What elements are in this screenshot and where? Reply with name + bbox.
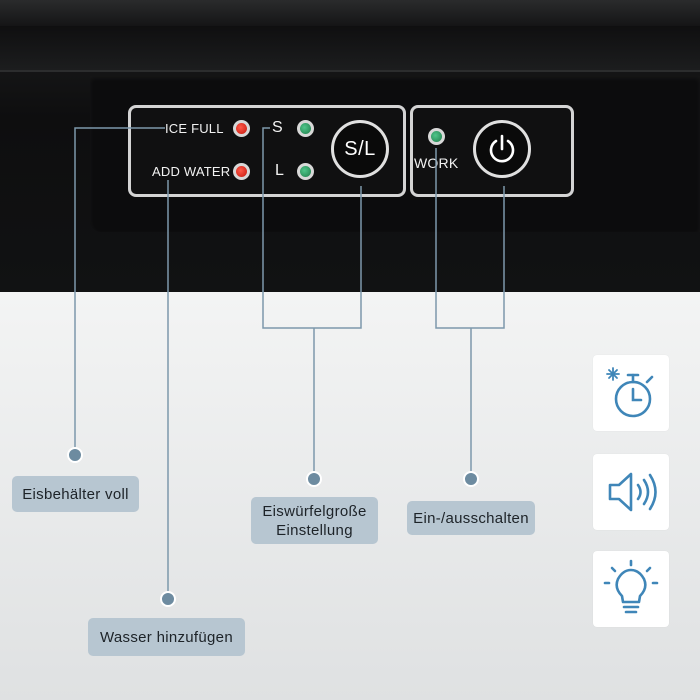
callout-add-water-text: Wasser hinzufügen [100,628,233,646]
feature-light [593,551,669,627]
size-select-button[interactable]: S/L [331,120,389,178]
work-label: WORK [414,155,459,171]
power-icon [489,134,515,163]
speaker-icon [608,472,657,512]
size-large-led [297,163,314,180]
callout-add-water: Wasser hinzufügen [88,618,245,656]
add-water-led [233,163,250,180]
power-button[interactable] [473,120,531,178]
ice-maker-body: ICE FULL ADD WATER S L S/L WORK [0,0,700,292]
ice-full-label: ICE FULL [165,121,224,136]
work-led [428,128,445,145]
feature-sound [593,454,669,530]
callout-power-text: Ein-/ausschalten [413,509,529,527]
lid-edge [0,26,700,72]
ice-maker-lid [0,0,700,26]
size-small-label: S [272,119,283,136]
callout-size-setting: Eiswürfelgroße Einstellung [251,497,378,544]
feature-timer [593,355,669,431]
ice-full-led [233,120,250,137]
callout-ice-full-text: Eisbehälter voll [22,485,129,503]
callout-power: Ein-/ausschalten [407,501,535,535]
timer-snowflake-icon [606,367,654,418]
callout-ice-full: Eisbehälter voll [12,476,139,512]
lightbulb-icon [603,559,659,614]
size-select-button-label: S/L [344,137,376,160]
add-water-label: ADD WATER [152,164,231,179]
callout-size-setting-line2: Einstellung [276,521,353,539]
size-small-led [297,120,314,137]
callout-size-setting-line1: Eiswürfelgroße [262,502,367,520]
size-large-label: L [275,162,285,179]
